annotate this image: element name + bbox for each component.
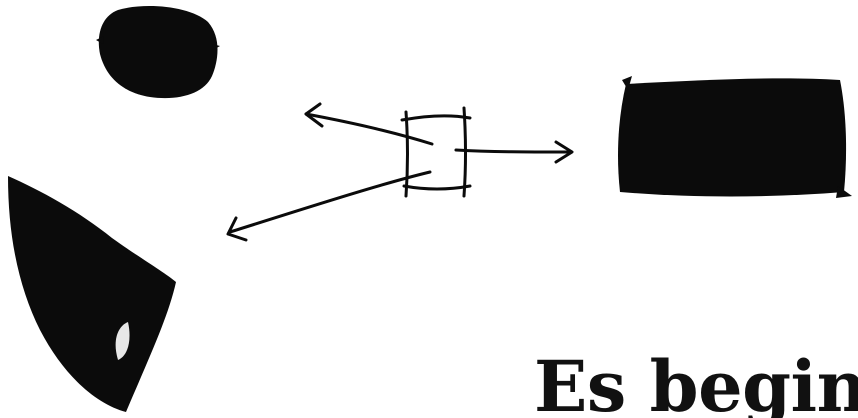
box-right-side [464, 108, 466, 196]
box-left-side [406, 112, 408, 196]
rectangle-blob [618, 76, 852, 198]
circle-blob [96, 6, 220, 98]
arrow-right-shaft [456, 150, 570, 152]
square-with-arrows [228, 104, 572, 240]
box-bottom-side [404, 186, 470, 189]
box-top-side [402, 116, 470, 120]
headline-text: Es beginn [534, 352, 858, 418]
arrow-down-left-shaft [230, 172, 430, 232]
triangle-blob [8, 176, 176, 412]
